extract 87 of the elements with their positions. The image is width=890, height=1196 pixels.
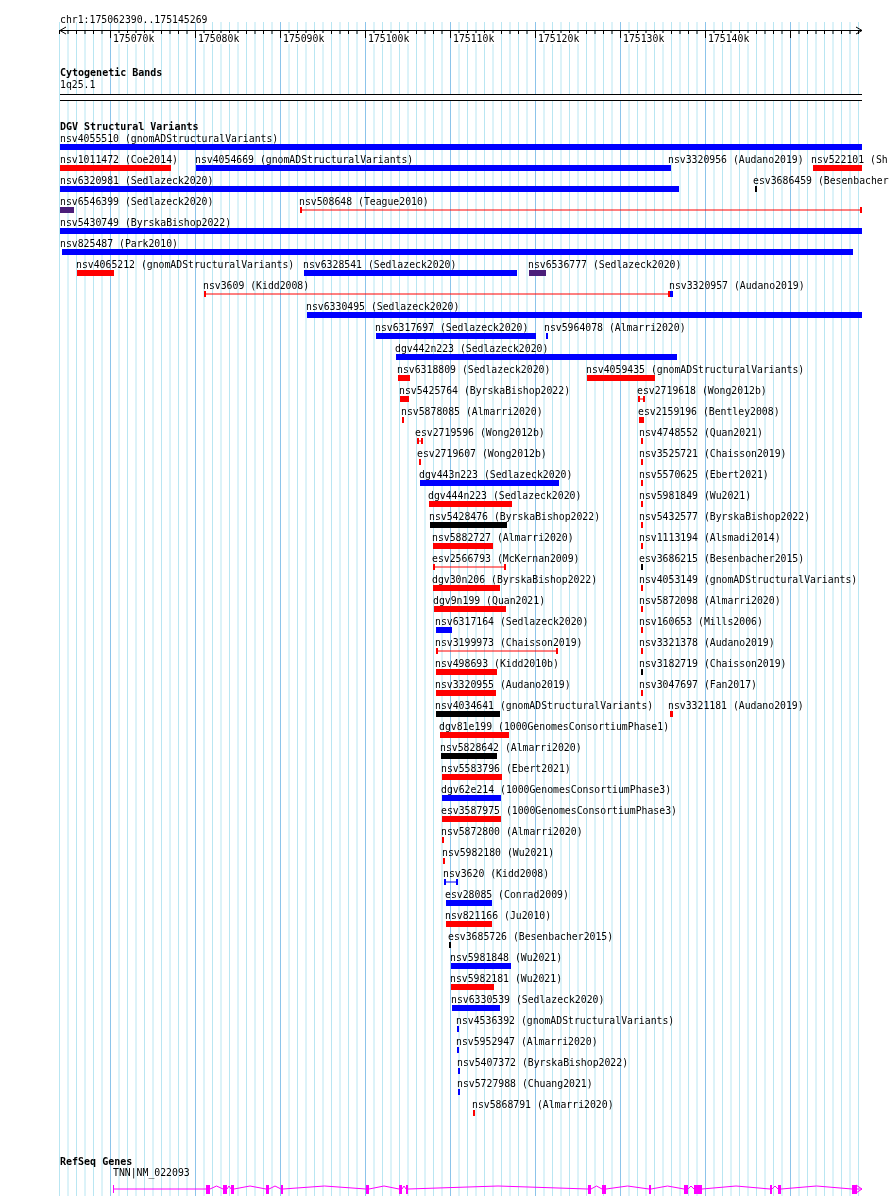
track-heading: Cytogenetic Bands: [60, 67, 163, 79]
feature-label: nsv4536392 (gnomADStructuralVariants): [456, 1015, 675, 1026]
feature-label: nsv5982180 (Wu2021): [442, 847, 555, 858]
track-heading: RefSeq Genes: [60, 1156, 133, 1168]
feature-label: nsv6546399 (Sedlazeck2020): [60, 196, 214, 207]
feature-label: esv3685726 (Besenbacher2015): [448, 931, 614, 942]
feature-label: nsv6317164 (Sedlazeck2020): [435, 616, 589, 627]
feature-label: nsv5828642 (Almarri2020): [440, 742, 582, 753]
feature-label: nsv508648 (Teague2010): [299, 196, 429, 207]
feature-label: nsv4059435 (gnomADStructuralVariants): [586, 364, 805, 375]
feature-label: nsv1011472 (Coe2014): [60, 154, 178, 165]
feature-label: esv3686215 (Besenbacher2015): [639, 553, 805, 564]
feature-label: nsv5872800 (Almarri2020): [441, 826, 583, 837]
feature-label: nsv3620 (Kidd2008): [443, 868, 550, 879]
feature-label: nsv3320957 (Audano2019): [669, 280, 805, 291]
feature-label: esv2719596 (Wong2012b): [415, 427, 545, 438]
feature-label: nsv6328541 (Sedlazeck2020): [303, 259, 457, 270]
feature-label: nsv3525721 (Chaisson2019): [639, 448, 787, 459]
feature-label: nsv5964078 (Almarri2020): [544, 322, 686, 333]
feature-label: nsv6330495 (Sedlazeck2020): [306, 301, 460, 312]
feature-label: dgv443n223 (Sedlazeck2020): [419, 469, 573, 480]
axis-tick-label: 175080k: [198, 33, 240, 44]
feature-label: nsv3321378 (Audano2019): [639, 637, 775, 648]
feature-label: esv3686459 (Besenbacher: [753, 175, 889, 186]
feature-label: nsv821166 (Ju2010): [445, 910, 552, 921]
feature-label: dgv9n199 (Quan2021): [433, 595, 546, 606]
feature-label: dgv81e199 (1000GenomesConsortiumPhase1): [439, 721, 670, 732]
feature-label: nsv6320981 (Sedlazeck2020): [60, 175, 214, 186]
feature-label: esv28085 (Conrad2009): [445, 889, 569, 900]
feature-label: nsv3182719 (Chaisson2019): [639, 658, 787, 669]
feature-label: dgv62e214 (1000GenomesConsortiumPhase3): [441, 784, 672, 795]
gene-label: TNN|NM_022093: [113, 1167, 190, 1178]
axis-tick-label: 175070k: [113, 33, 155, 44]
axis-tick-label: 175100k: [368, 33, 410, 44]
feature-label: nsv5952947 (Almarri2020): [456, 1036, 598, 1047]
feature-label: nsv3047697 (Fan2017): [639, 679, 757, 690]
feature-label: nsv3609 (Kidd2008): [203, 280, 310, 291]
feature-label: dgv30n206 (ByrskaBishop2022): [432, 574, 598, 585]
feature-label: nsv4053149 (gnomADStructuralVariants): [639, 574, 858, 585]
axis-tick-label: 175090k: [283, 33, 325, 44]
track-heading: DGV Structural Variants: [60, 121, 199, 133]
feature-label: nsv6330539 (Sedlazeck2020): [451, 994, 605, 1005]
feature-label: nsv3320955 (Audano2019): [435, 679, 571, 690]
feature-label: nsv6317697 (Sedlazeck2020): [375, 322, 529, 333]
feature-label: nsv5425764 (ByrskaBishop2022): [399, 385, 571, 396]
feature-label: nsv5981849 (Wu2021): [639, 490, 752, 501]
feature-label: nsv522101 (Sh: [811, 154, 888, 165]
feature-label: nsv3199973 (Chaisson2019): [435, 637, 583, 648]
feature-label: nsv5428476 (ByrskaBishop2022): [429, 511, 601, 522]
feature-label: nsv5868791 (Almarri2020): [472, 1099, 614, 1110]
coordinate-range: chr1:175062390..175145269: [60, 14, 208, 25]
feature-label: esv2719618 (Wong2012b): [637, 385, 767, 396]
feature-label: nsv498693 (Kidd2010b): [435, 658, 559, 669]
feature-label: nsv5727988 (Chuang2021): [457, 1078, 593, 1089]
feature-label: esv2159196 (Bentley2008): [638, 406, 780, 417]
feature-label: nsv5982181 (Wu2021): [450, 973, 563, 984]
feature-label: nsv1113194 (Alsmadi2014): [639, 532, 781, 543]
feature-label: nsv825487 (Park2010): [60, 238, 178, 249]
feature-label: nsv5981848 (Wu2021): [450, 952, 563, 963]
axis-tick-label: 175120k: [538, 33, 580, 44]
feature-label: nsv5432577 (ByrskaBishop2022): [639, 511, 811, 522]
feature-label: esv2719607 (Wong2012b): [417, 448, 547, 459]
feature-label: nsv3321181 (Audano2019): [668, 700, 804, 711]
feature-label: nsv5430749 (ByrskaBishop2022): [60, 217, 232, 228]
feature-label: nsv5407372 (ByrskaBishop2022): [457, 1057, 629, 1068]
feature-label: dgv444n223 (Sedlazeck2020): [428, 490, 582, 501]
feature-label: nsv160653 (Mills2006): [639, 616, 763, 627]
feature-label: nsv4034641 (gnomADStructuralVariants): [435, 700, 654, 711]
axis-tick-label: 175130k: [623, 33, 665, 44]
feature-label: nsv6318809 (Sedlazeck2020): [397, 364, 551, 375]
feature-label: dgv442n223 (Sedlazeck2020): [395, 343, 549, 354]
feature-label: nsv5872098 (Almarri2020): [639, 595, 781, 606]
feature-label: nsv4055510 (gnomADStructuralVariants): [60, 133, 279, 144]
feature-label: nsv5570625 (Ebert2021): [639, 469, 769, 480]
feature-label: nsv4054669 (gnomADStructuralVariants): [195, 154, 414, 165]
feature-label: nsv4065212 (gnomADStructuralVariants): [76, 259, 295, 270]
axis-tick-label: 175140k: [708, 33, 750, 44]
axis-tick-label: 175110k: [453, 33, 495, 44]
feature-label: nsv4748552 (Quan2021): [639, 427, 763, 438]
feature-label: nsv5878085 (Almarri2020): [401, 406, 543, 417]
feature-label: nsv5882727 (Almarri2020): [432, 532, 574, 543]
feature-label: esv2566793 (McKernan2009): [432, 553, 580, 564]
feature-label: nsv3320956 (Audano2019): [668, 154, 804, 165]
feature-label: esv3587975 (1000GenomesConsortiumPhase3): [441, 805, 677, 816]
feature-label: nsv6536777 (Sedlazeck2020): [528, 259, 682, 270]
band-label: 1q25.1: [60, 79, 96, 90]
feature-label: nsv5583796 (Ebert2021): [441, 763, 571, 774]
